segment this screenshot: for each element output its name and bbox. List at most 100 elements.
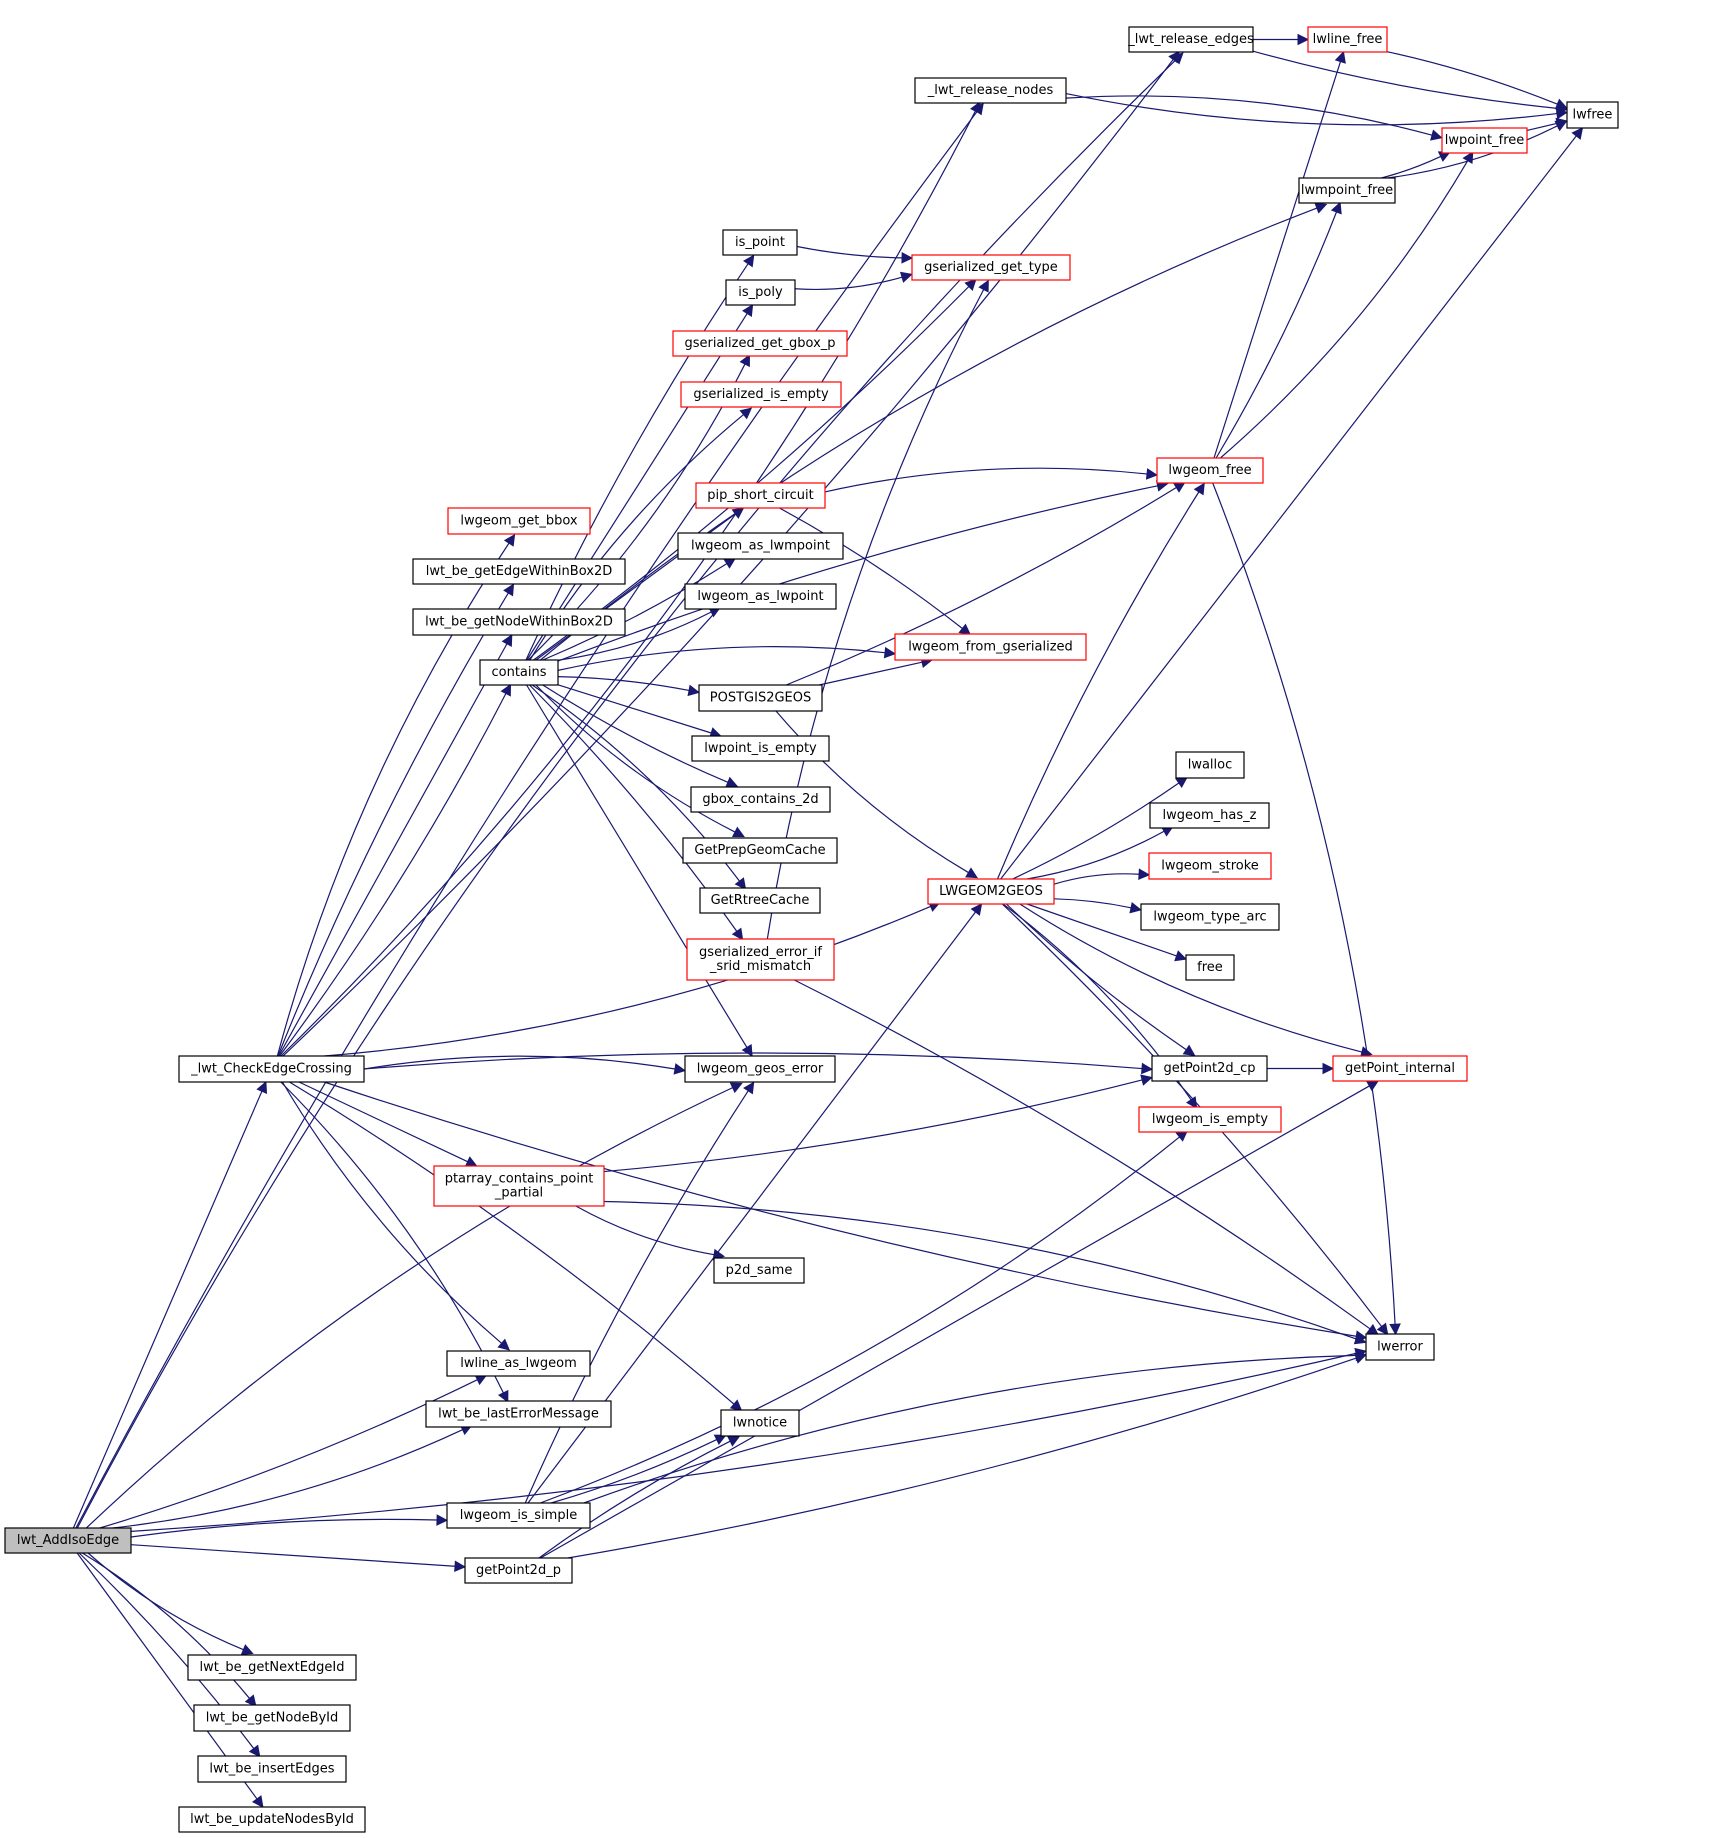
edge-contains-to-gbox-contains-2d: [542, 684, 729, 783]
arrowhead-icon: [731, 927, 744, 941]
node-pip-short-circuit[interactable]: pip_short_circuit: [695, 482, 826, 509]
node-p2d-same[interactable]: p2d_same: [713, 1257, 805, 1284]
node-gserialized-get-gbox-p[interactable]: gserialized_get_gbox_p: [672, 330, 848, 357]
node-lwpoint-free[interactable]: lwpoint_free: [1441, 127, 1528, 154]
arrowhead-icon: [497, 1389, 509, 1403]
node-box: [1149, 802, 1270, 829]
node-lwfree[interactable]: lwfree: [1566, 101, 1619, 129]
arrowhead-icon: [1554, 120, 1568, 132]
node-label: lwnotice: [733, 1416, 787, 1431]
node-label: lwgeom_stroke: [1161, 859, 1259, 874]
node-lwgeom-is-empty[interactable]: lwgeom_is_empty: [1138, 1106, 1282, 1133]
node-lwgeom-as-lwpoint[interactable]: lwgeom_as_lwpoint: [684, 583, 837, 610]
node-get-point2d-p[interactable]: getPoint2d_p: [464, 1557, 573, 1584]
arrowhead-icon: [743, 1081, 755, 1095]
node-contains[interactable]: contains: [479, 659, 559, 686]
node-lwgeom-stroke[interactable]: lwgeom_stroke: [1148, 852, 1272, 880]
node-get-point-internal[interactable]: getPoint_internal: [1332, 1055, 1468, 1082]
node-box: [686, 938, 835, 981]
node-is-point[interactable]: is_point: [722, 229, 798, 256]
node-lwgeom-free[interactable]: lwgeom_free: [1156, 457, 1264, 484]
node-lwt-be-get-next-edge-id[interactable]: lwt_be_getNextEdgeId: [187, 1654, 357, 1681]
node-lwgeom-is-simple[interactable]: lwgeom_is_simple: [446, 1502, 591, 1529]
node-box: [1175, 751, 1245, 779]
node-box: [914, 77, 1067, 104]
node-label: _lwt_release_edges: [1127, 32, 1254, 47]
node-lwt-release-nodes[interactable]: _lwt_release_nodes: [914, 77, 1067, 104]
node-label: lwgeom_has_z: [1163, 808, 1257, 823]
edge-lwgeom-free-to-lwmpoint-free: [1215, 211, 1338, 459]
node-label: p2d_same: [726, 1263, 793, 1278]
node-lwgeom2-geos[interactable]: LWGEOM2GEOS: [927, 878, 1055, 905]
node-get-point2d-cp[interactable]: getPoint2d_cp: [1151, 1055, 1268, 1082]
node-box: [178, 1806, 366, 1833]
edge-get-point2d-p-to-get-point-internal: [540, 1085, 1370, 1559]
edge-lwt-add-iso-edge-to-lwt-release-nodes: [75, 111, 978, 1529]
node-gserialized-is-empty[interactable]: gserialized_is_empty: [680, 381, 842, 408]
node-lwt-be-get-node-by-id[interactable]: lwt_be_getNodeById: [193, 1704, 351, 1732]
arrowhead-icon: [969, 101, 981, 115]
arrowhead-icon: [1462, 151, 1474, 165]
edge-lwt-add-iso-edge-to-lwt-be-last-error-message: [112, 1429, 463, 1529]
node-get-prep-geom-cache[interactable]: GetPrepGeomCache: [682, 837, 838, 864]
edge-lwgeom2-geos-to-get-point-internal: [1019, 903, 1363, 1053]
node-label: lwgeom_free: [1168, 463, 1251, 478]
node-lwerror[interactable]: lwerror: [1365, 1333, 1435, 1361]
arrowhead-icon: [1330, 201, 1342, 215]
node-lwt-be-update-nodes-by-id[interactable]: lwt_be_updateNodesById: [178, 1806, 366, 1833]
node-lwt-check-edge-crossing[interactable]: _lwt_CheckEdgeCrossing: [178, 1055, 365, 1083]
node-box: [682, 837, 838, 864]
node-lwt-be-get-edge-within-box2-d[interactable]: lwt_be_getEdgeWithinBox2D: [412, 558, 626, 585]
edge-lwt-check-edge-crossing-to-lwline-as-lwgeom: [281, 1081, 502, 1344]
node-lwt-be-get-node-within-box2-d[interactable]: lwt_be_getNodeWithinBox2D: [412, 608, 626, 636]
node-lwline-free[interactable]: lwline_free: [1307, 26, 1388, 53]
node-is-poly[interactable]: is_poly: [725, 279, 796, 306]
node-gserialized-get-type[interactable]: gserialized_get_type: [911, 254, 1071, 281]
node-box: [1307, 26, 1388, 53]
arrowhead-icon: [500, 683, 512, 697]
node-box: [680, 381, 842, 408]
node-ptarray-contains-point-partial[interactable]: ptarray_contains_point_partial: [433, 1165, 605, 1207]
node-lwgeom-from-gserialized[interactable]: lwgeom_from_gserialized: [894, 633, 1087, 661]
node-lwt-be-insert-edges[interactable]: lwt_be_insertEdges: [197, 1755, 347, 1783]
node-lwmpoint-free[interactable]: lwmpoint_free: [1298, 177, 1396, 204]
arrowhead-icon: [1168, 50, 1180, 64]
node-get-rtree-cache[interactable]: GetRtreeCache: [699, 887, 821, 914]
edge-lwt-check-edge-crossing-to-lwnotice: [289, 1081, 735, 1405]
arrowhead-icon: [503, 533, 516, 547]
node-box: [1148, 852, 1272, 880]
node-label: _lwt_release_nodes: [927, 83, 1054, 98]
edge-lwgeom-is-simple-to-lwerror: [583, 1354, 1357, 1504]
node-free[interactable]: free: [1185, 954, 1235, 981]
node-gbox-contains-2d[interactable]: gbox_contains_2d: [690, 786, 831, 813]
node-lwt-be-last-error-message[interactable]: lwt_be_lastErrorMessage: [425, 1400, 612, 1428]
node-lwt-release-edges[interactable]: _lwt_release_edges: [1127, 26, 1254, 53]
node-lwalloc[interactable]: lwalloc: [1175, 751, 1245, 779]
node-lwline-as-lwgeom[interactable]: lwline_as_lwgeom: [446, 1350, 591, 1377]
node-label: gserialized_get_type: [924, 260, 1058, 275]
node-label: lwgeom_is_simple: [460, 1508, 577, 1523]
node-box: [4, 1527, 132, 1554]
arrowhead-icon: [687, 684, 700, 697]
arrowhead-icon: [1366, 1080, 1380, 1092]
node-lwgeom-type-arc[interactable]: lwgeom_type_arc: [1140, 903, 1280, 931]
edge-lwgeom2-geos-to-lwgeom-free: [996, 491, 1200, 880]
node-lwgeom-get-bbox[interactable]: lwgeom_get_bbox: [447, 507, 591, 535]
edge-lwmpoint-free-to-lwpoint-free: [1381, 155, 1441, 179]
arrowhead-icon: [1145, 468, 1159, 480]
node-lwpoint-is-empty[interactable]: lwpoint_is_empty: [691, 735, 830, 762]
node-gserialized-error-if-srid-mismatch[interactable]: gserialized_error_if_srid_mismatch: [686, 938, 835, 981]
edge-lwt-check-edge-crossing-to-lwerror: [324, 1081, 1357, 1337]
node-box: [695, 482, 826, 509]
node-lwnotice[interactable]: lwnotice: [720, 1409, 800, 1437]
edge-lwt-check-edge-crossing-to-lwt-be-get-node-within-box2-d: [278, 643, 508, 1057]
node-box: [698, 684, 823, 712]
arrowhead-icon: [1555, 107, 1569, 120]
node-postgis2-geos[interactable]: POSTGIS2GEOS: [698, 684, 823, 712]
node-lwt-add-iso-edge: lwt_AddIsoEdge: [4, 1527, 132, 1554]
node-lwgeom-geos-error[interactable]: lwgeom_geos_error: [684, 1055, 836, 1083]
arrowhead-icon: [1182, 1044, 1196, 1056]
node-lwgeom-has-z[interactable]: lwgeom_has_z: [1149, 802, 1270, 829]
node-lwgeom-as-lwmpoint[interactable]: lwgeom_as_lwmpoint: [677, 532, 844, 560]
node-label: gbox_contains_2d: [702, 792, 818, 807]
